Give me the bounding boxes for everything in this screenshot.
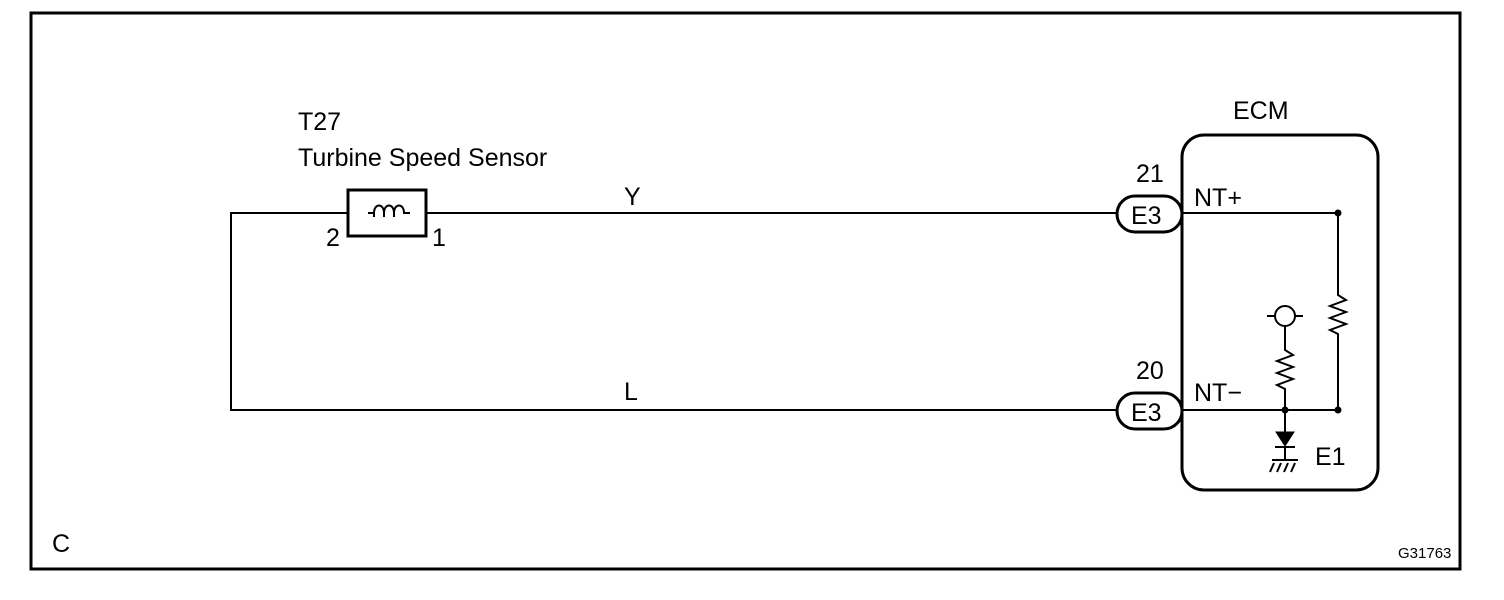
sensor-name: Turbine Speed Sensor — [298, 144, 547, 172]
ecm-title: ECM — [1233, 97, 1289, 125]
wire-color-l: L — [624, 378, 638, 406]
ground-icon — [1269, 459, 1298, 473]
sensor-pin-2: 2 — [326, 224, 340, 252]
connector-e3-bottom-label: E3 — [1131, 399, 1162, 427]
return-wire-left — [230, 212, 1118, 411]
wire-color-y: Y — [624, 183, 641, 211]
connector-e3-top-label: E3 — [1131, 202, 1162, 230]
sensor-pin-1: 1 — [432, 224, 446, 252]
ground-label-e1: E1 — [1315, 443, 1346, 471]
sensor-code: T27 — [298, 108, 341, 136]
junction-dot-top — [1334, 209, 1342, 217]
sensor-box — [346, 188, 428, 238]
pin-number-20: 20 — [1136, 357, 1164, 385]
ecm-box — [1180, 133, 1380, 492]
pin-number-21: 21 — [1136, 160, 1164, 188]
diagram-frame — [29, 11, 1462, 571]
figure-code: G31763 — [1398, 545, 1451, 562]
corner-label: C — [52, 530, 70, 558]
resistor-right-icon — [1327, 213, 1349, 410]
supply-terminal-icon — [1274, 305, 1296, 327]
diode-icon — [1275, 431, 1295, 447]
resistor-bias-icon — [1274, 326, 1296, 410]
terminal-nt-plus: NT+ — [1194, 184, 1242, 212]
coil-icon — [368, 204, 410, 217]
terminal-nt-minus: NT− — [1194, 379, 1242, 407]
junction-dot-bottom-right — [1334, 406, 1342, 414]
